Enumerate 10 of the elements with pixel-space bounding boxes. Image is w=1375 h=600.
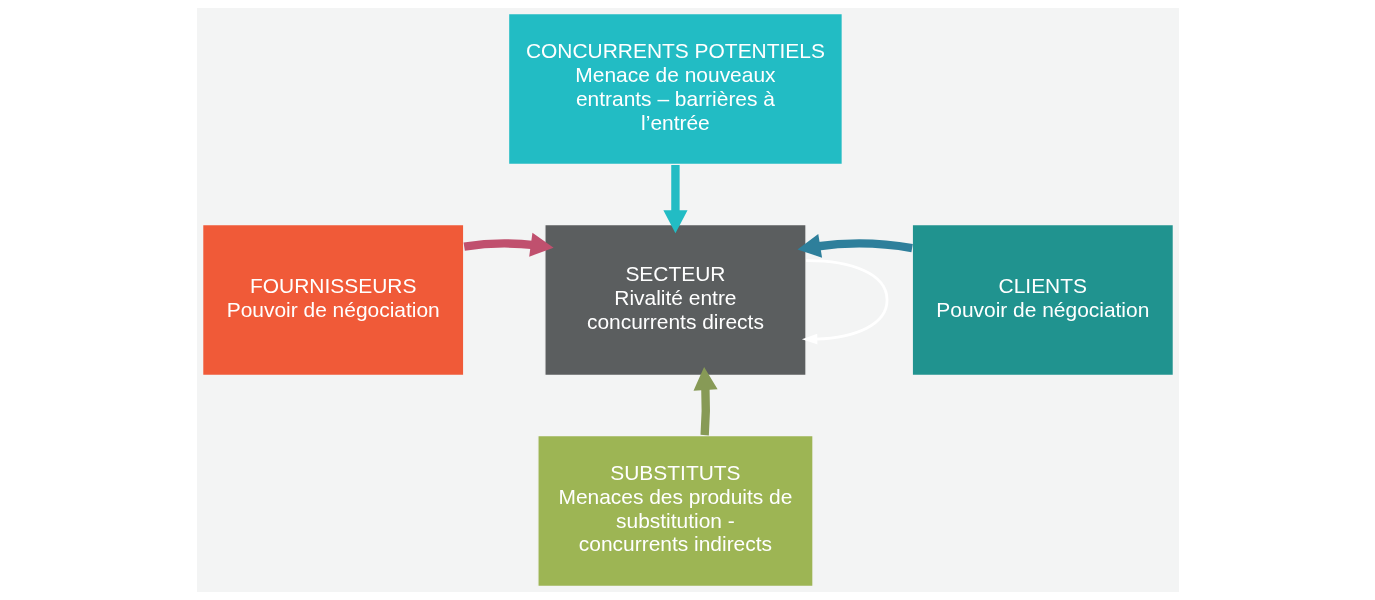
node-box: SUBSTITUTS Menaces des produits de substitution - concurrents indirects xyxy=(536,434,814,588)
node-box: CLIENTS Pouvoir de négociation xyxy=(911,223,1174,377)
arrow xyxy=(463,232,554,257)
node-box: FOURNISSEURS Pouvoir de négociation xyxy=(201,223,464,377)
node-box: CONCURRENTS POTENTIELS Menace de nouveaux entrants – barrières à l’entrée xyxy=(507,12,843,166)
arrow xyxy=(693,366,718,436)
arrow xyxy=(801,259,888,345)
arrow xyxy=(796,233,913,258)
arrow xyxy=(662,165,687,234)
node-box: SECTEUR Rivalité entre concurrents directs xyxy=(543,223,807,377)
